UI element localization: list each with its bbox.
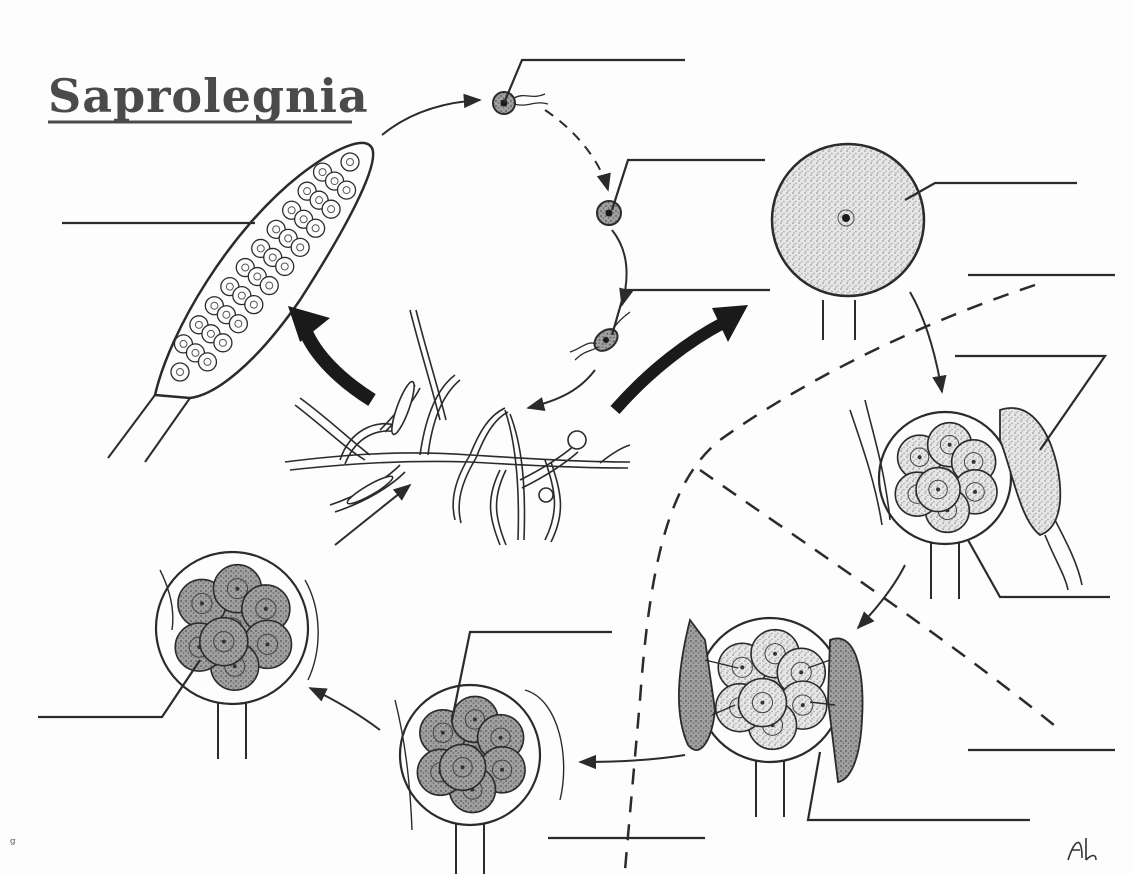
label-line-encysted-zoospore [612,160,765,210]
cycle-arrow-2 [545,110,608,190]
zoospore-in-sporangium [338,181,356,199]
arrow-to-zoosporangium [305,330,372,400]
hyphal-tip-sporangium [388,380,418,437]
ploidy-divider-line [625,285,1035,870]
young-oogonium-small [568,431,586,449]
zoospore-in-sporangium [198,353,216,371]
encysted-zoospore [597,201,621,225]
oogonium-with-antheridia [850,400,1082,599]
young-oogonium-small-2 [539,488,553,502]
arrow-to-mature-oospores [580,755,685,762]
label-line-secondary-zoospore [612,290,770,335]
cycle-arrow-4 [528,370,595,408]
secondary-zoospore [570,312,630,360]
young-oogonium [772,144,924,340]
diagram-title: Saprolegnia [48,69,369,123]
mycelium [285,310,630,545]
title-group: Saprolegnia [48,69,369,123]
zoosporangium [108,143,373,462]
germinating-oospores [156,552,318,759]
zoospore-in-sporangium [245,296,263,314]
label-line-oosphere [968,540,1110,597]
zoospore-in-sporangium [307,219,325,237]
corner-mark-left: ᵍ [10,836,16,852]
zoospore-in-sporangium [276,257,294,275]
primary-zoospore [493,92,548,114]
zoospore-in-sporangium [171,363,189,381]
signature-mark [1068,838,1096,860]
zoospore-in-sporangium [291,238,309,256]
zoospore-in-sporangium [260,277,278,295]
zoospore-in-sporangium [322,200,340,218]
label-line-oogonium [905,183,1077,200]
arrow-to-germination [310,688,380,730]
arrow-to-oospores [858,565,905,628]
zoospore-in-sporangium [341,153,359,171]
zoospore-in-sporangium [229,315,247,333]
mature-oospores [395,685,564,874]
arrow-oogonium-to-fertilization [910,292,942,392]
arrow-to-oogonium [615,322,725,410]
zoospore-in-sporangium [214,334,232,352]
cycle-arrow-1 [382,100,480,135]
oogonium-with-oospores [679,618,863,817]
